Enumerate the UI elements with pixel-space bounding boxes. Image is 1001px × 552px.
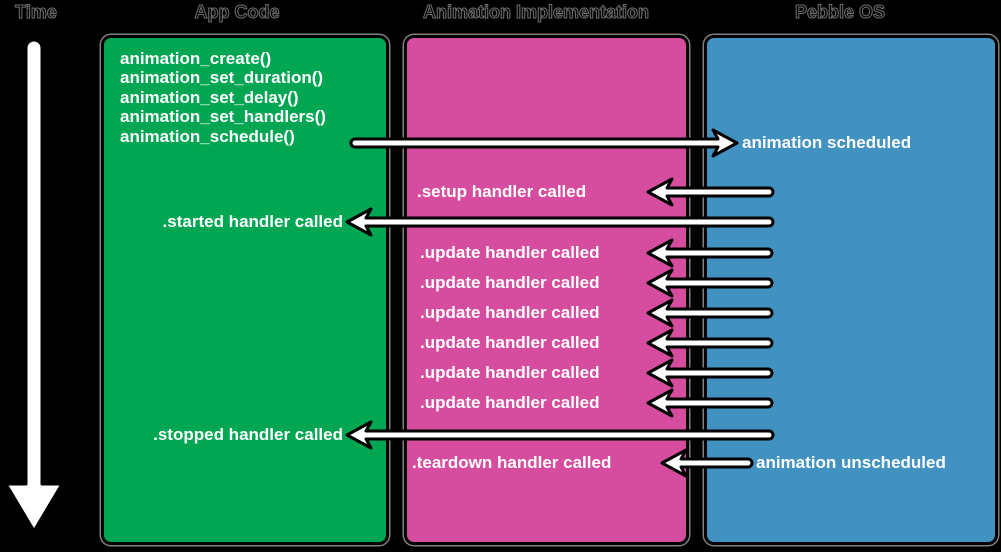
- setup-handler-label: .setup handler called: [417, 182, 587, 201]
- header-pebble-os: Pebble OS: [794, 2, 886, 23]
- arrow-update-icon: [646, 238, 774, 268]
- animation-unscheduled-label: animation unscheduled: [756, 453, 946, 472]
- api-call: animation_schedule(): [120, 126, 295, 146]
- api-call: animation_set_duration(): [120, 68, 324, 88]
- pebble-os-box: [704, 35, 998, 545]
- app-code-box: [101, 35, 389, 545]
- arrow-update-icon: [646, 358, 774, 388]
- header-app-code: App Code: [194, 2, 280, 23]
- arrow-started-icon: [345, 207, 775, 237]
- time-arrow: [4, 38, 64, 533]
- started-handler-label: .started handler called: [162, 212, 343, 231]
- arrow-stopped-icon: [345, 420, 775, 450]
- api-call: animation_set_delay(): [120, 87, 299, 107]
- animation-implementation-box: [404, 35, 689, 545]
- api-call-list: animation_create() animation_set_duratio…: [120, 49, 326, 146]
- animation-scheduled-label: animation scheduled: [742, 133, 912, 152]
- arrow-unscheduled-icon: [660, 448, 754, 478]
- header-animation-implementation: Animation Implementation: [422, 2, 650, 23]
- api-call: animation_create(): [120, 49, 272, 68]
- update-handler-label: .update handler called: [420, 243, 600, 262]
- update-handler-label: .update handler called: [420, 363, 600, 382]
- arrow-setup-icon: [646, 177, 775, 207]
- arrow-update-icon: [646, 388, 774, 418]
- update-handler-label: .update handler called: [420, 273, 600, 292]
- update-handler-label: .update handler called: [420, 393, 600, 412]
- arrow-update-icon: [646, 298, 774, 328]
- teardown-handler-label: .teardown handler called: [412, 453, 612, 472]
- header-time: Time: [15, 2, 58, 23]
- arrow-update-icon: [646, 268, 774, 298]
- api-call: animation_set_handlers(): [120, 107, 326, 127]
- arrow-update-icon: [646, 328, 774, 358]
- arrow-schedule-icon: [349, 128, 739, 158]
- update-handler-label: .update handler called: [420, 303, 600, 322]
- stopped-handler-label: .stopped handler called: [153, 425, 343, 444]
- update-handler-label: .update handler called: [420, 333, 600, 352]
